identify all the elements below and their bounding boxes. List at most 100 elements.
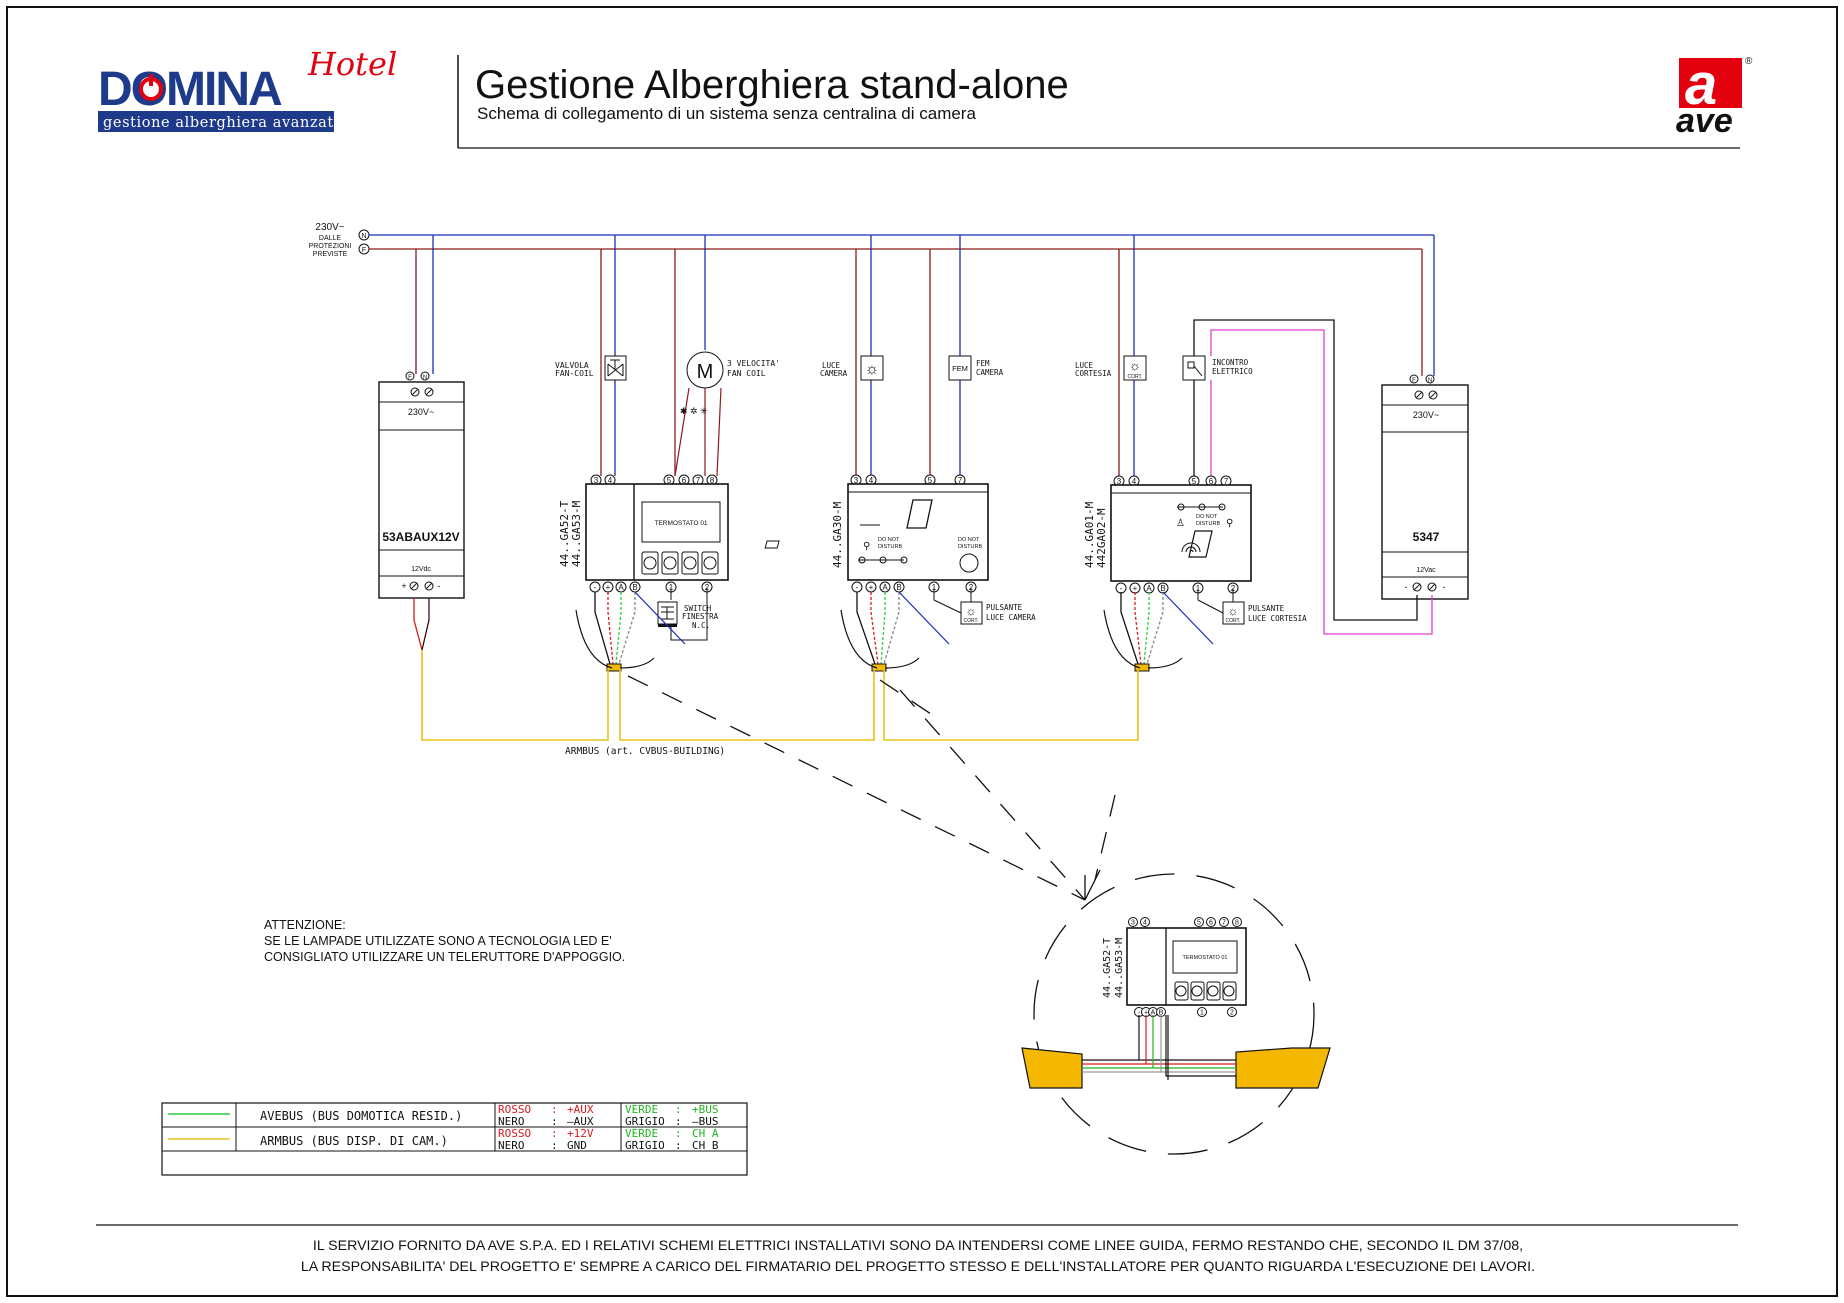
courtesy-light: LUCE CORTESIA ☼ CORT. bbox=[1075, 355, 1147, 381]
terminal-label: 3 bbox=[594, 476, 599, 485]
psu-left-plus: + bbox=[401, 581, 406, 591]
legend-table: AVEBUS (BUS DOMOTICA RESID.) ROSSO : +AU… bbox=[161, 1102, 748, 1176]
bus-wire bbox=[880, 592, 886, 665]
psu-left-output: 12Vdc bbox=[411, 566, 431, 573]
door-lock: INCONTRO ELETTRICO bbox=[1182, 355, 1253, 381]
legend-name: ARMBUS (BUS DISP. DI CAM.) bbox=[260, 1134, 448, 1148]
detail-code2: 44..GA53-M bbox=[1114, 938, 1125, 998]
module2-dnd-label: DISTURB bbox=[878, 544, 902, 550]
detail-circle bbox=[1033, 873, 1315, 1155]
detail-cable-left bbox=[1021, 1047, 1083, 1089]
legend-cell: VERDE bbox=[625, 1103, 658, 1116]
terminal-label: 8 bbox=[1235, 920, 1239, 927]
legend-cell: ROSSO bbox=[498, 1127, 531, 1140]
module1-display: TERMOSTATO 01 bbox=[654, 520, 707, 527]
module2-round-button bbox=[959, 553, 979, 573]
brand-tagline: gestione alberghiera avanzata bbox=[103, 115, 343, 131]
sun-icon: ☼ bbox=[966, 604, 977, 618]
page-frame bbox=[6, 6, 1838, 1297]
supply-drops bbox=[415, 235, 1435, 476]
terminal-label: A bbox=[1151, 1010, 1156, 1017]
supply-label-line: 230V~ bbox=[315, 222, 344, 233]
module3-code2: 442GA02-M bbox=[1095, 508, 1108, 568]
terminal-label: 2 bbox=[705, 583, 710, 592]
terminal-label: + bbox=[1144, 1010, 1148, 1017]
key-icon: ⚲ bbox=[863, 541, 870, 552]
terminal-label: + bbox=[606, 583, 611, 592]
terminal bbox=[1232, 917, 1242, 927]
door-lock-wire-black bbox=[1193, 319, 1418, 621]
module2-dnd-label: DO NOT bbox=[878, 537, 900, 543]
ave-logo-word: ave bbox=[1676, 102, 1733, 140]
terminal-label: 1 bbox=[1196, 584, 1201, 593]
terminal-label: 7 bbox=[958, 476, 963, 485]
legend-cell: : bbox=[675, 1115, 682, 1128]
neutral-terminal-label: N bbox=[361, 233, 366, 240]
legend-cell: CH A bbox=[692, 1127, 719, 1140]
fem-label: CAMERA bbox=[976, 368, 1004, 377]
terminal-label: 7 bbox=[1224, 477, 1229, 486]
button-tag: CORT. bbox=[1226, 618, 1241, 624]
detail-cable-right bbox=[1235, 1047, 1331, 1089]
terminal-label: 5 bbox=[1197, 920, 1201, 927]
note-line: SE LE LAMPADE UTILIZZATE SONO A TECNOLOG… bbox=[264, 934, 612, 948]
legend-cell: NERO bbox=[498, 1139, 525, 1152]
terminal-label: B bbox=[896, 583, 901, 592]
psu-left-n-label: N bbox=[423, 375, 427, 381]
psu-left-output-wires bbox=[413, 598, 430, 651]
supply-label-line: PREVISTE bbox=[313, 251, 348, 258]
bus-wire bbox=[1134, 592, 1142, 665]
psu-right-f-label: F bbox=[1412, 378, 1416, 384]
module1-keys bbox=[641, 551, 719, 575]
bus-wire bbox=[1146, 592, 1164, 665]
terminal-label: B bbox=[1160, 584, 1165, 593]
terminal-label: 7 bbox=[1222, 920, 1226, 927]
door-lock-label: INCONTRO bbox=[1212, 358, 1249, 367]
key-icon: ⚲ bbox=[1226, 518, 1233, 529]
legend-cell: —AUX bbox=[567, 1115, 594, 1128]
module3-code1: 44..GA01-M bbox=[1083, 501, 1096, 568]
legend-cell: ROSSO bbox=[498, 1103, 531, 1116]
ave-logo-registered: ® bbox=[1745, 56, 1753, 67]
terminal-label: + bbox=[1133, 584, 1138, 593]
psu-right-output: 12Vac bbox=[1416, 567, 1436, 574]
detail-cable-wires bbox=[1082, 1015, 1236, 1080]
terminal-label: 2 bbox=[1231, 584, 1236, 593]
window-switch: SWITCH FINESTRA N.C. bbox=[657, 588, 719, 641]
psu-right-model: 5347 bbox=[1413, 530, 1440, 544]
phase-terminal-label: F bbox=[362, 247, 366, 254]
motor-letter: M bbox=[697, 361, 714, 383]
terminal-label: 1 bbox=[1200, 1010, 1204, 1017]
room-light-button: ☼ CORT. PULSANTE LUCE CAMERA bbox=[933, 588, 1036, 625]
courtesy-light-button: ☼ CORT. PULSANTE LUCE CORTESIA bbox=[1197, 589, 1307, 625]
supply-label-line: PROTEZIONI bbox=[309, 243, 352, 250]
valve-label: FAN-COIL bbox=[555, 369, 594, 378]
terminal-label: - bbox=[856, 583, 859, 592]
psu-left: F N 230V~ 53ABAUX12V 12Vdc + - bbox=[378, 371, 465, 599]
terminal-label: 2 bbox=[1230, 1010, 1234, 1017]
terminal bbox=[1219, 917, 1229, 927]
legend-cell: VERDE bbox=[625, 1127, 658, 1140]
bus-wire bbox=[607, 592, 614, 665]
psu-right-minus-2: - bbox=[1443, 582, 1446, 592]
psu-left-input: 230V~ bbox=[408, 407, 434, 417]
control-wire bbox=[634, 591, 686, 645]
terminal-label: 5 bbox=[1192, 477, 1197, 486]
door-lock-label: ELETTRICO bbox=[1212, 367, 1253, 376]
note-line: CONSIGLIATO UTILIZZARE UN TELERUTTORE D'… bbox=[264, 950, 625, 964]
module2-code: 44..GA30-M bbox=[831, 501, 844, 568]
person-icon: ♙ bbox=[1176, 518, 1185, 529]
terminal-label: 6 bbox=[682, 476, 687, 485]
module3-dnd-label: DO NOT bbox=[1196, 514, 1218, 520]
legend-cell: —BUS bbox=[692, 1115, 719, 1128]
lamp-icon bbox=[1123, 355, 1147, 381]
button-label: PULSANTE bbox=[986, 603, 1023, 612]
courtesy-light-label: LUCE bbox=[1075, 361, 1094, 370]
legend-cell: : bbox=[551, 1115, 558, 1128]
room-light: LUCE CAMERA ☼ bbox=[820, 355, 884, 381]
psu-left-model: 53ABAUX12V bbox=[382, 530, 459, 544]
